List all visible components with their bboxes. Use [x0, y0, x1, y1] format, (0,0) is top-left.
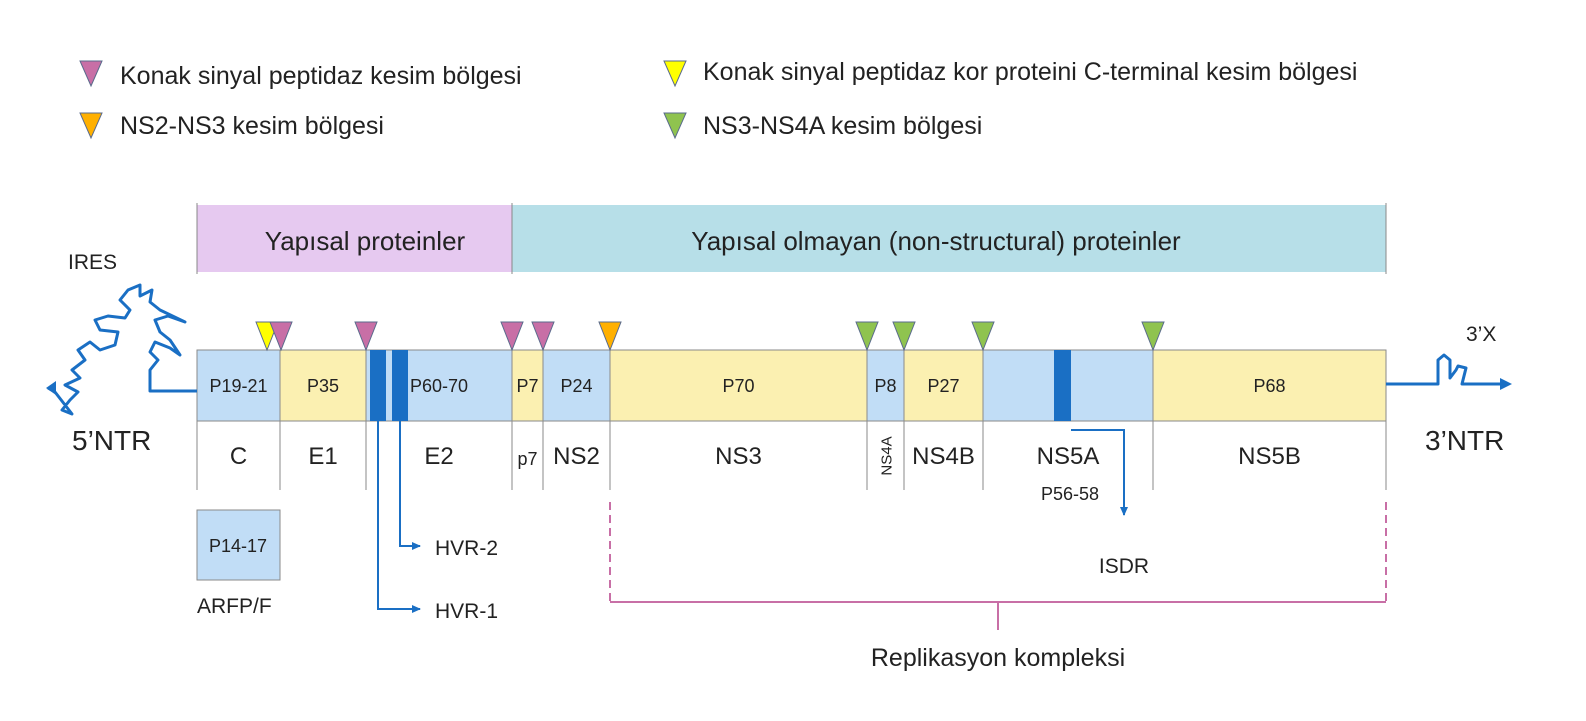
- cleavage-site-ns2ns3: [598, 321, 622, 352]
- segment-ns4b: [903, 349, 984, 422]
- cleavage-site-ns3ns4a: [1141, 321, 1165, 352]
- purple-triangle-icon: [79, 60, 103, 88]
- gene-label-ns5b: NS5B: [1238, 443, 1301, 470]
- gene-row: C E1 E2 p7 NS2 NS3 NS4A NS4B NS5A NS5B: [196, 421, 1387, 490]
- arfp-product-label: P14-17: [209, 536, 267, 556]
- legend-item-host-signal-peptidase: Konak sinyal peptidaz kesim bölgesi: [79, 60, 522, 90]
- segment-ns3: [609, 349, 868, 422]
- green-triangle-icon: [663, 112, 687, 140]
- gene-label-c: C: [230, 443, 247, 470]
- isdr-block: [1054, 350, 1071, 421]
- three-x-label: 3’X: [1466, 323, 1496, 346]
- legend-label: Konak sinyal peptidaz kesim bölgesi: [120, 62, 522, 90]
- gene-label-ns3: NS3: [715, 443, 762, 470]
- product-label-p7: P7: [516, 376, 538, 396]
- legend-label: Konak sinyal peptidaz kor proteini C-ter…: [703, 58, 1357, 86]
- yellow-triangle-icon: [663, 60, 687, 88]
- three-prime-stemloop-icon: [1386, 353, 1500, 386]
- polyprotein-bar: P19-21 P35 P60-70 P7 P24 P70 P8 P27 P68: [150, 349, 1387, 422]
- gene-label-e2: E2: [424, 443, 453, 470]
- ires-arrow-icon: [46, 381, 56, 395]
- gene-label-ns5a: NS5A: [1037, 443, 1100, 470]
- product-label-ns4b: P27: [927, 376, 959, 396]
- hvr-1-block: [370, 350, 386, 421]
- cleavage-site-host-sp: [500, 321, 524, 352]
- gene-label-ns4b: NS4B: [912, 443, 975, 470]
- hvr-1-label: HVR-1: [435, 600, 498, 623]
- gene-label-ns2: NS2: [553, 443, 600, 470]
- five-prime-utr: IRES 5’NTR: [46, 251, 197, 456]
- hvr-2-label: HVR-2: [435, 537, 498, 560]
- product-label-ns5b: P68: [1253, 376, 1285, 396]
- structural-proteins-label: Yapısal proteinler: [265, 226, 466, 256]
- arfp-label: ARFP/F: [197, 595, 272, 618]
- replication-complex-label: Replikasyon kompleksi: [871, 644, 1125, 672]
- gene-label-e1: E1: [308, 443, 337, 470]
- cleavage-sites: [255, 321, 1165, 352]
- segment-ns2: [542, 349, 611, 422]
- segment-p7: [511, 349, 544, 422]
- gene-label-ns4a: NS4A: [879, 436, 896, 475]
- cleavage-site-ns3ns4a: [971, 321, 995, 352]
- legend-label: NS3-NS4A kesim bölgesi: [703, 112, 982, 140]
- legend: Konak sinyal peptidaz kesim bölgesi Kona…: [79, 58, 1357, 140]
- three-ntr-label: 3’NTR: [1425, 425, 1504, 456]
- structural-header-box: [197, 205, 512, 272]
- product-label-e2: P60-70: [410, 376, 468, 396]
- segment-e2: [365, 349, 513, 422]
- cleavage-site-host-sp: [269, 321, 293, 352]
- product-label-c: P19-21: [209, 376, 267, 396]
- cleavage-site-ns3ns4a: [855, 321, 879, 352]
- legend-item-host-signal-peptidase-core: Konak sinyal peptidaz kor proteini C-ter…: [663, 58, 1357, 88]
- product-label-ns2: P24: [560, 376, 592, 396]
- gene-label-p7: p7: [517, 449, 537, 469]
- product-label-ns4a: P8: [874, 376, 896, 396]
- arfp-block: P14-17 ARFP/F: [196, 509, 281, 618]
- hvr-markers: HVR-2 HVR-1: [370, 350, 498, 623]
- segment-ns4a: [866, 349, 905, 422]
- legend-label: NS2-NS3 kesim bölgesi: [120, 112, 384, 140]
- three-prime-utr: 3’X 3’NTR: [1386, 323, 1512, 456]
- cleavage-site-ns3ns4a: [892, 321, 916, 352]
- five-ntr-label: 5’NTR: [72, 425, 151, 456]
- three-prime-arrow-icon: [1500, 378, 1512, 390]
- product-label-e1: P35: [307, 376, 339, 396]
- hvr-2-block: [392, 350, 408, 421]
- legend-item-ns3-ns4a: NS3-NS4A kesim bölgesi: [663, 112, 982, 140]
- segment-ns5b: [1152, 349, 1387, 422]
- ires-structure-icon: [47, 283, 197, 416]
- isdr-marker: ISDR P56-58: [1041, 350, 1149, 578]
- nonstructural-header-box: [512, 205, 1386, 272]
- cleavage-site-host-sp: [531, 321, 555, 352]
- ires-label: IRES: [68, 251, 117, 274]
- product-label-ns3: P70: [722, 376, 754, 396]
- group-headers: Yapısal proteinler Yapısal olmayan (non-…: [196, 203, 1387, 274]
- segment-e1: [279, 349, 367, 422]
- orange-triangle-icon: [79, 112, 103, 140]
- nonstructural-proteins-label: Yapısal olmayan (non-structural) protein…: [691, 226, 1181, 256]
- legend-item-ns2-ns3: NS2-NS3 kesim bölgesi: [79, 112, 384, 140]
- isdr-label: ISDR: [1099, 555, 1149, 578]
- cleavage-site-host-sp: [354, 321, 378, 352]
- ns5a-product-label: P56-58: [1041, 484, 1099, 504]
- replication-complex-bracket: Replikasyon kompleksi: [609, 502, 1387, 672]
